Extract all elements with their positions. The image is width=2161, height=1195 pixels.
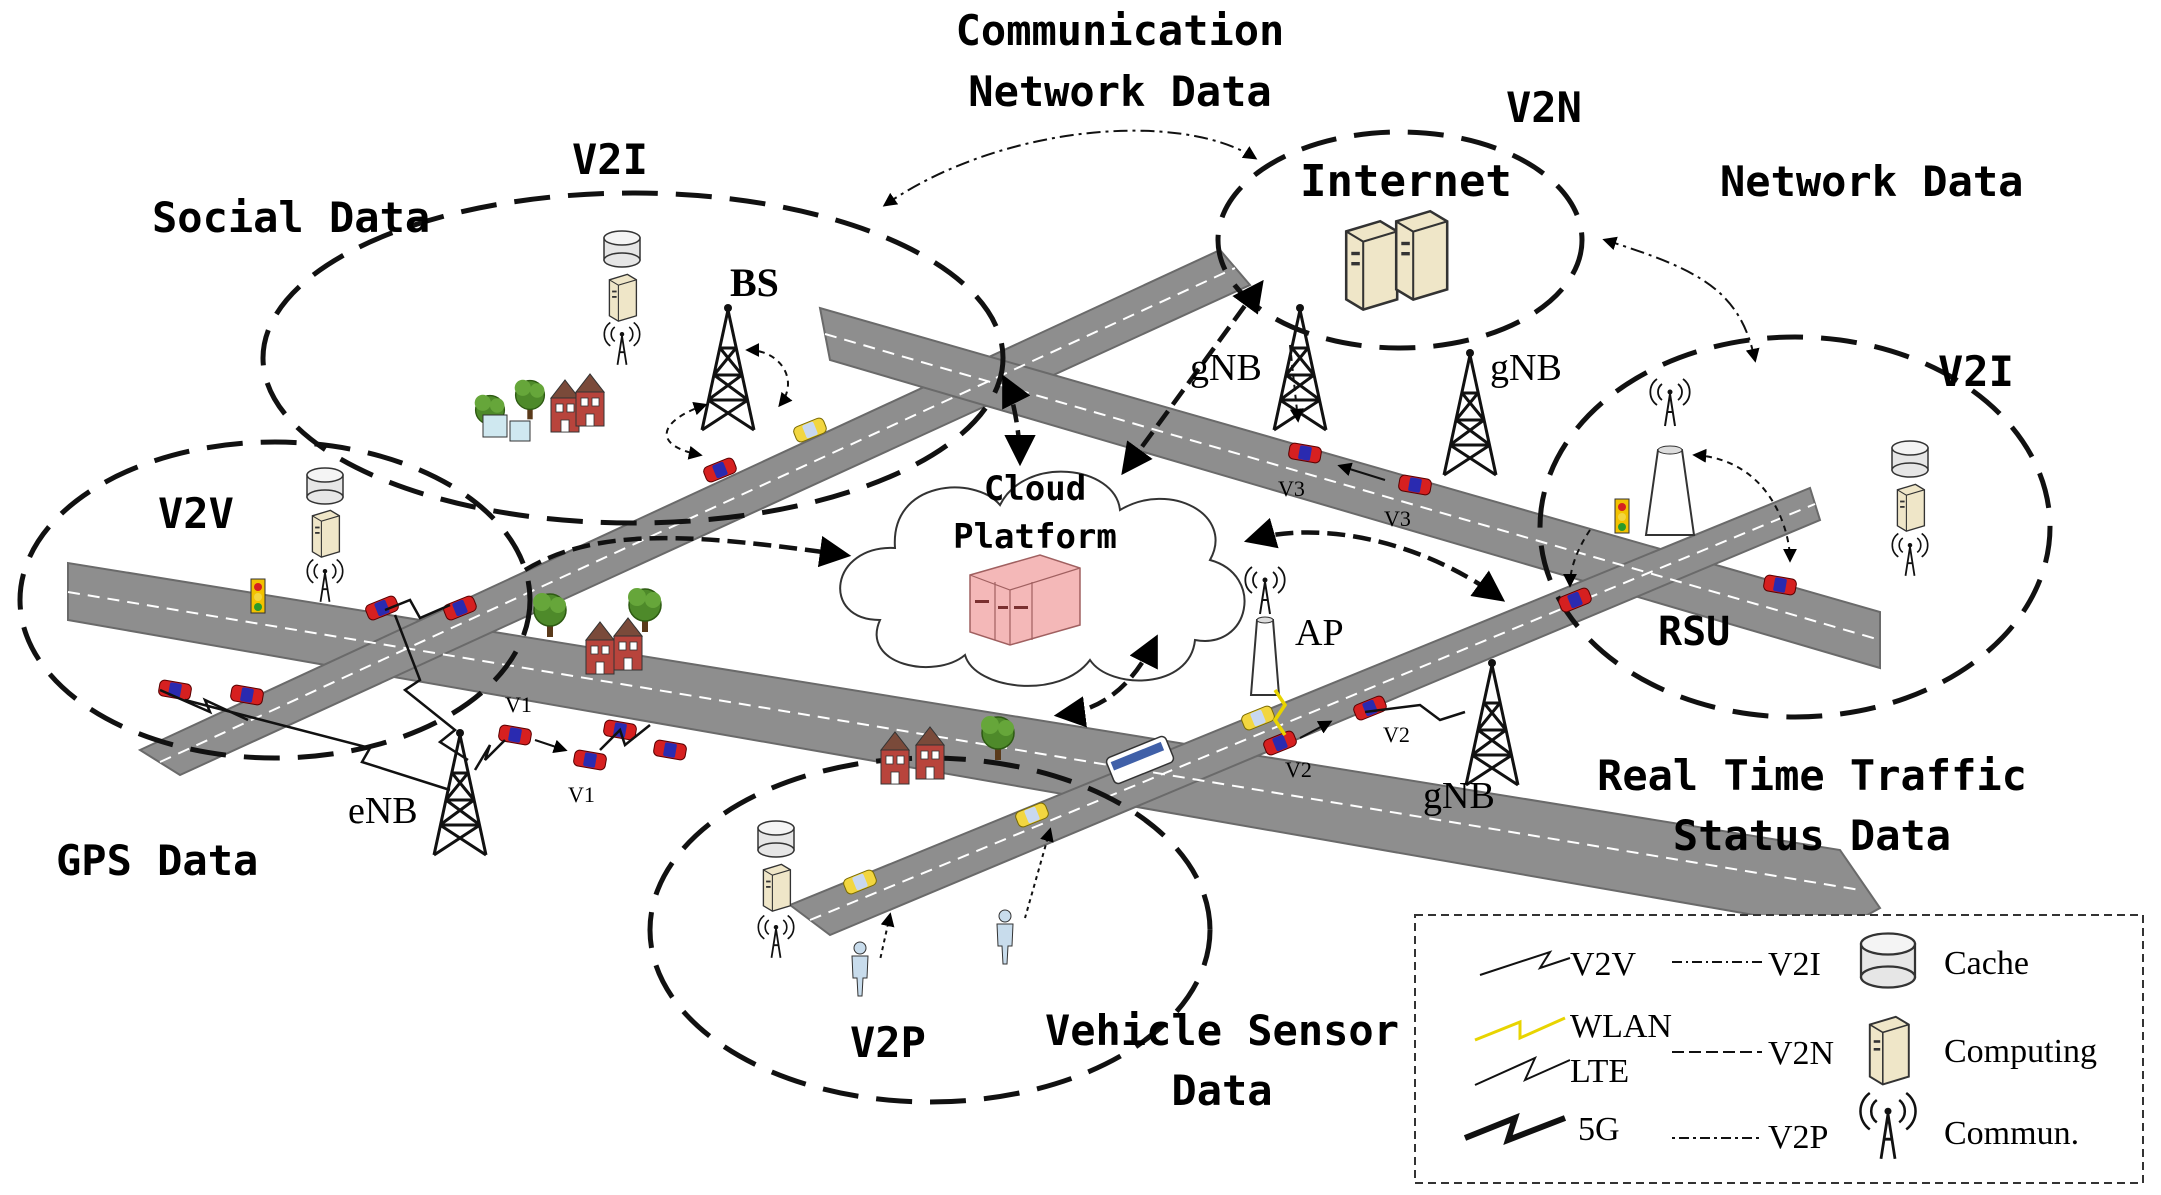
legend-computing-icon: [1868, 1015, 1910, 1086]
v3-right-label: V3: [1384, 506, 1411, 531]
legend-v2v-label: V2V: [1570, 946, 1637, 983]
legend-v2i-label: V2I: [1768, 946, 1821, 983]
resource-stack-v2v: [306, 467, 344, 603]
pedestrian-right-icon: [996, 909, 1014, 965]
vehicle-labels: V1 V1 V2 V2 V3 V3: [505, 476, 1411, 807]
legend-lte-label: LTE: [1570, 1053, 1629, 1090]
car: [652, 738, 688, 762]
network-data-label: Network Data: [1720, 157, 2023, 206]
data-labels: Communication Network Data Social Data N…: [56, 6, 2027, 1115]
lane-markings: [67, 267, 1881, 921]
cloud-platform: Cloud Platform: [839, 469, 1246, 687]
v1-bottom-label: V1: [568, 782, 595, 807]
node-labels: BS Internet gNB gNB gNB AP RSU eNB: [348, 156, 1730, 832]
resource-stack-v2i-left: [603, 230, 641, 366]
resource-stack-v2i-right: [1891, 440, 1929, 577]
vehicle-sensor-data-line1: Vehicle Sensor: [1045, 1006, 1399, 1055]
gnb-tower-bottom-icon: [1464, 657, 1520, 787]
bus-icon: [1105, 735, 1175, 785]
region-label-v2p: V2P: [850, 1018, 926, 1067]
communication-arrows: [523, 129, 1797, 961]
traffic-light-left-icon: [250, 578, 266, 614]
realtime-data-line1: Real Time Traffic: [1597, 751, 2027, 800]
v3-left-label: V3: [1278, 476, 1305, 501]
vehicle-sensor-data-line2: Data: [1171, 1066, 1272, 1115]
social-data-label: Social Data: [152, 193, 430, 242]
ap-label: AP: [1295, 612, 1344, 654]
legend: V2V WLAN LTE 5G V2I V2N V2P Cache Comput…: [1414, 914, 2144, 1184]
rsu-label: RSU: [1658, 609, 1730, 655]
gnb-tower-right-icon: [1442, 347, 1498, 477]
cloud-label-line2: Platform: [953, 517, 1117, 557]
v1-top-label: V1: [505, 692, 532, 717]
legend-computing-label: Computing: [1944, 1033, 2097, 1070]
ap-icon: [1244, 566, 1286, 696]
cloud-servers-icon: [969, 554, 1081, 646]
legend-cache-icon: [1859, 932, 1917, 989]
enb-tower-icon: [432, 727, 488, 857]
vehicle-arrows: [534, 344, 1386, 754]
bs-tower-icon: [700, 302, 756, 432]
legend-lte-symbol: [1474, 1056, 1571, 1086]
v2-left-label: V2: [1285, 757, 1312, 782]
realtime-data-line2: Status Data: [1673, 811, 1951, 860]
cloud-label-line1: Cloud: [984, 469, 1086, 509]
communication-network-data-line2: Network Data: [968, 67, 1271, 116]
region-labels: V2I V2N V2V V2P V2I: [158, 83, 2014, 1067]
v2p-ellipse: [647, 755, 1213, 1105]
gnb-left-label: gNB: [1190, 347, 1262, 389]
gnb-right-label: gNB: [1490, 347, 1562, 389]
internet-servers-icon: [1344, 209, 1449, 311]
v2i-left-ellipse: [260, 190, 1006, 526]
car: [229, 683, 265, 707]
gnb-bottom-label: gNB: [1423, 775, 1495, 817]
car: [572, 748, 608, 772]
region-label-v2n: V2N: [1506, 83, 1582, 132]
scenery-social: [474, 373, 605, 442]
region-label-v2i-right: V2I: [1938, 347, 2014, 396]
v2n-ellipse: [1215, 129, 1585, 351]
traffic-light-right-icon: [1614, 498, 1630, 534]
legend-commun-label: Commun.: [1944, 1115, 2079, 1152]
wireless-links: [159, 598, 1466, 792]
pedestrian-left-icon: [851, 941, 869, 997]
legend-frame: [1414, 914, 2144, 1184]
v2i-right-ellipse: [1537, 334, 2053, 720]
legend-v2p-label: V2P: [1768, 1119, 1828, 1156]
legend-wlan-label: WLAN: [1570, 1008, 1672, 1045]
legend-5g-symbol: [1463, 1112, 1567, 1146]
legend-wlan-symbol: [1474, 1016, 1566, 1042]
enb-label: eNB: [348, 790, 418, 832]
region-label-v2i-left: V2I: [572, 135, 648, 184]
legend-cache-label: Cache: [1944, 945, 2029, 982]
v2-right-label: V2: [1383, 722, 1410, 747]
rsu-icon: [1644, 378, 1696, 536]
bs-label: BS: [730, 260, 779, 305]
legend-v2n-label: V2N: [1768, 1035, 1834, 1072]
resource-stack-v2p: [757, 820, 795, 959]
legend-v2v-symbol: [1479, 950, 1571, 976]
legend-5g-label: 5G: [1578, 1111, 1620, 1148]
gps-data-label: GPS Data: [56, 836, 258, 885]
communication-network-data-line1: Communication: [956, 6, 1285, 55]
region-label-v2v: V2V: [158, 489, 234, 538]
v2v-ellipse: [17, 439, 533, 761]
internet-label: Internet: [1300, 156, 1512, 207]
